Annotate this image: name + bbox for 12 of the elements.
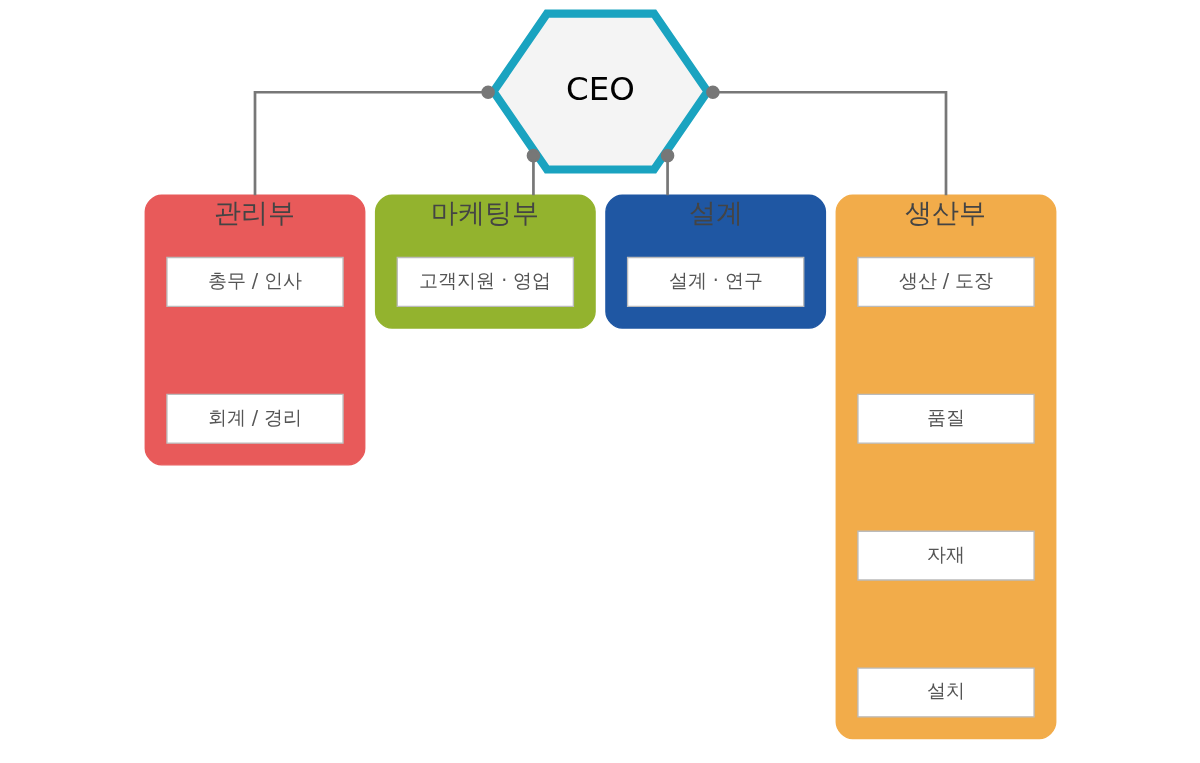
node-box: 설치 <box>856 667 1035 718</box>
connector <box>526 148 540 196</box>
node-box: 생산 / 도장 <box>856 256 1035 307</box>
node-box: 회계 / 경리 <box>165 393 344 444</box>
node-box: 고객지원 · 영업 <box>396 256 574 307</box>
node-box: 설계 · 연구 <box>626 256 804 307</box>
connector <box>253 85 495 196</box>
connector <box>705 85 947 196</box>
node-box: 품질 <box>856 393 1035 444</box>
connector <box>660 148 674 196</box>
node-box: 총무 / 인사 <box>165 256 344 307</box>
node-box: 자재 <box>856 530 1035 581</box>
